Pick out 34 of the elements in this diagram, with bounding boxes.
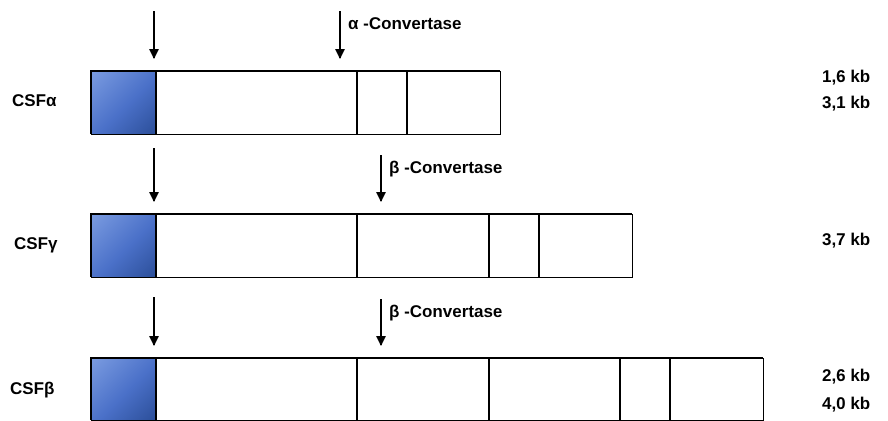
size-label: 1,6 kb: [822, 67, 870, 87]
domain-segment: [489, 358, 620, 421]
arrow: [149, 11, 159, 59]
arrow: [335, 11, 345, 59]
signal-segment: [91, 71, 156, 135]
arrow: [149, 148, 159, 202]
signal-segment: [91, 214, 156, 278]
domain-segment: [156, 358, 357, 421]
size-label: 3,7 kb: [822, 230, 870, 250]
gene-label: CSFα: [12, 91, 56, 111]
domain-segment: [670, 358, 764, 421]
domain-segment: [156, 71, 357, 135]
edge-label: β -Convertase: [389, 158, 502, 178]
size-label: 3,1 kb: [822, 93, 870, 113]
size-label: 4,0 kb: [822, 394, 870, 414]
arrow: [376, 155, 386, 202]
signal-segment: [91, 358, 156, 421]
domain-segment: [357, 358, 489, 421]
gene-label: CSFβ: [10, 379, 54, 399]
domain-segment: [357, 214, 489, 278]
domain-segment: [489, 214, 539, 278]
arrow: [149, 297, 159, 346]
edge-label: β -Convertase: [389, 302, 502, 322]
segmented-bar: [90, 357, 763, 420]
domain-segment: [357, 71, 407, 135]
segmented-bar: [90, 70, 500, 134]
domain-segment: [539, 214, 633, 278]
segmented-bar: [90, 213, 632, 277]
size-label: 2,6 kb: [822, 366, 870, 386]
gene-label: CSFγ: [14, 234, 58, 254]
domain-segment: [620, 358, 670, 421]
domain-segment: [156, 214, 357, 278]
arrow: [376, 299, 386, 346]
domain-segment: [407, 71, 501, 135]
